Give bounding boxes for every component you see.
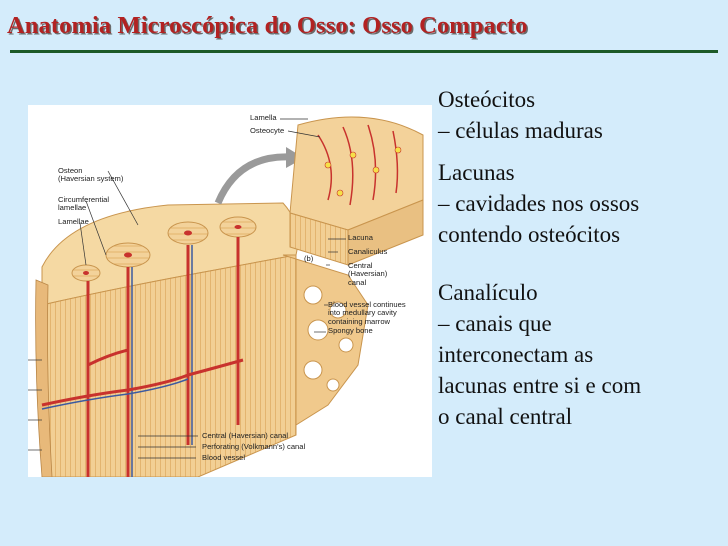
periosteum	[35, 279, 53, 477]
lacunas-term: Lacunas	[438, 160, 515, 185]
lacunas-definition-2: contendo osteócitos	[438, 222, 621, 247]
label-lamella: Lamella	[250, 113, 277, 122]
osteon-columns	[86, 237, 240, 477]
canaliculo-definition-4: o canal central	[438, 404, 573, 429]
lacunas-block: Lacunas – cavidades nos ossos contendo o…	[438, 157, 726, 250]
magnify-arrow	[214, 153, 291, 205]
osteon-magnified	[289, 116, 424, 266]
label-canaliculus: Canaliculus	[348, 247, 388, 256]
label-osteon: Osteon (Haversian system)	[58, 166, 124, 184]
osteon-rings	[71, 216, 257, 282]
canaliculo-definition-2: interconectam as	[438, 342, 594, 367]
title-divider	[10, 50, 718, 53]
canaliculo-term: Canalículo	[438, 280, 538, 305]
osteocitos-block: Osteócitos – células maduras	[438, 84, 726, 146]
slide-title: Anatomia Microscópica do Osso: Osso Comp…	[7, 12, 528, 39]
label-lacuna: Lacuna	[348, 233, 373, 242]
perforating-canals	[41, 348, 244, 410]
label-osteocyte: Osteocyte	[250, 126, 285, 135]
panel-label-b: (b)	[304, 254, 314, 263]
label-spongy-bone: Spongy bone	[328, 326, 373, 335]
label-perforating-canal: Perforating (Volkmann's) canal	[202, 442, 306, 451]
label-lamellae: Lamellae	[58, 217, 89, 226]
osteocitos-term: Osteócitos	[438, 87, 536, 112]
osteocitos-definition: – células maduras	[438, 118, 603, 143]
canaliculo-definition-1: – canais que	[438, 311, 552, 336]
label-blood-vessel-continues: Blood vessel continues into medullary ca…	[328, 300, 406, 326]
definitions-panel: Osteócitos – células maduras Lacunas – c…	[438, 84, 726, 432]
canaliculo-definition-3: lacunas entre si e com	[438, 373, 642, 398]
label-central-canal: Central (Haversian) canal	[202, 431, 289, 440]
bone-anatomy-figure: Lamella Osteocyte Osteon (Haversian syst…	[28, 105, 432, 477]
bone-illustration	[28, 116, 424, 477]
spongy-bone	[282, 254, 369, 426]
label-central-canal-b: Central (Haversian) canal	[348, 261, 388, 287]
label-circumferential-lamellae: Circumferential lamellae	[58, 195, 110, 213]
lacunas-definition-1: – cavidades nos ossos	[438, 191, 640, 216]
canaliculo-block: Canalículo – canais que interconectam as…	[438, 277, 726, 432]
label-blood-vessel: Blood vessel	[202, 453, 246, 462]
